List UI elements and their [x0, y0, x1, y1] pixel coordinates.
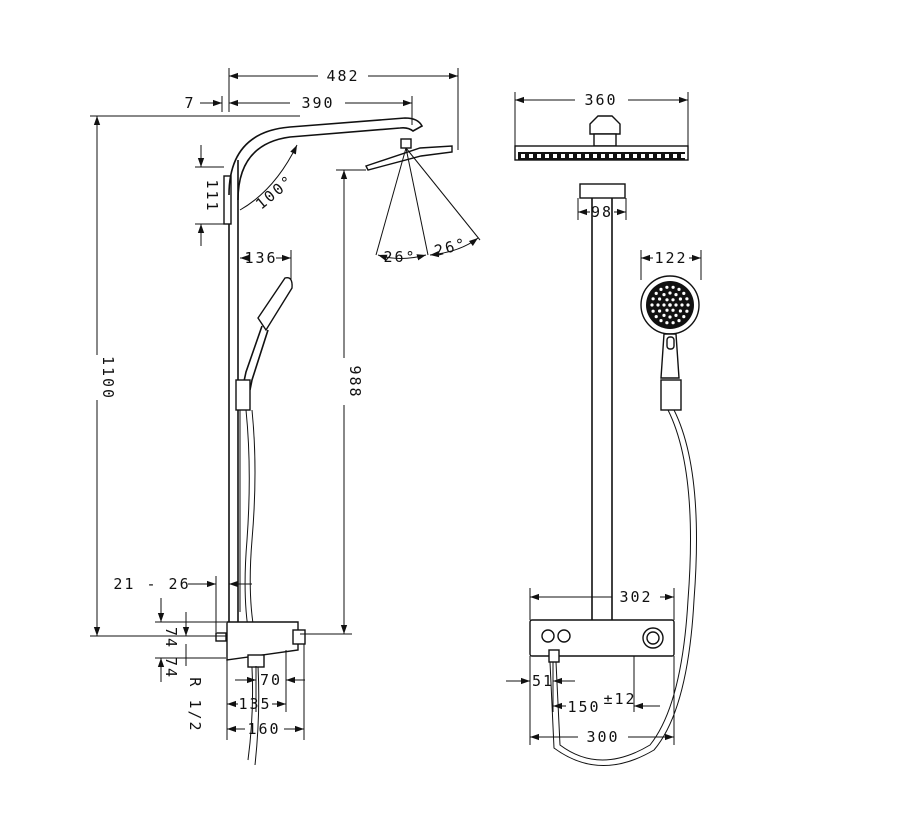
dim-390: 390: [301, 94, 334, 112]
dim-136: 136: [244, 249, 277, 267]
riser-pipe-front: [591, 198, 613, 620]
dim-988: 988: [346, 365, 364, 398]
head-shower-front: [514, 115, 689, 161]
button-left-icon: [541, 629, 555, 643]
dim-98: 98: [591, 203, 613, 221]
dim-135: 135: [238, 695, 271, 713]
dim-360: 360: [584, 91, 617, 109]
dim-1100: 1100: [99, 356, 117, 400]
front-view-dimensions: 360 98 122 302 51 150 ±12 300: [506, 91, 702, 746]
dim-r-half-inch: R 1/2: [186, 677, 204, 732]
dim-74-lower: 74: [162, 657, 180, 679]
arm-connector-front: [579, 183, 626, 199]
hand-shower-front: [549, 275, 700, 766]
dim-302: 302: [619, 588, 652, 606]
dim-70: 70: [260, 671, 282, 689]
front-view: [514, 115, 700, 766]
dim-74-upper: 74: [162, 627, 180, 649]
thermostat-front: [529, 619, 675, 663]
dim-300: 300: [586, 728, 619, 746]
dim-122: 122: [654, 249, 687, 267]
dim-150: 150: [567, 698, 600, 716]
side-view: [215, 117, 481, 766]
dim-100-degrees: 100°: [252, 171, 297, 213]
dim-51: 51: [532, 672, 554, 690]
thermostat-side: [215, 621, 306, 668]
button-right-icon: [557, 629, 571, 643]
dim-21-26: 21 - 26: [113, 575, 190, 593]
dim-26-degrees-left: 26°: [383, 248, 416, 266]
dim-26-degrees-right: 26°: [432, 234, 469, 260]
hand-shower-side: [235, 277, 293, 766]
dim-160: 160: [247, 720, 280, 738]
dim-150-tolerance: ±12: [603, 690, 636, 708]
head-shower-side: [365, 138, 481, 256]
dim-482: 482: [326, 67, 359, 85]
dim-7: 7: [184, 94, 195, 112]
dim-111: 111: [203, 179, 221, 212]
overhead-arm-side: [228, 117, 424, 201]
